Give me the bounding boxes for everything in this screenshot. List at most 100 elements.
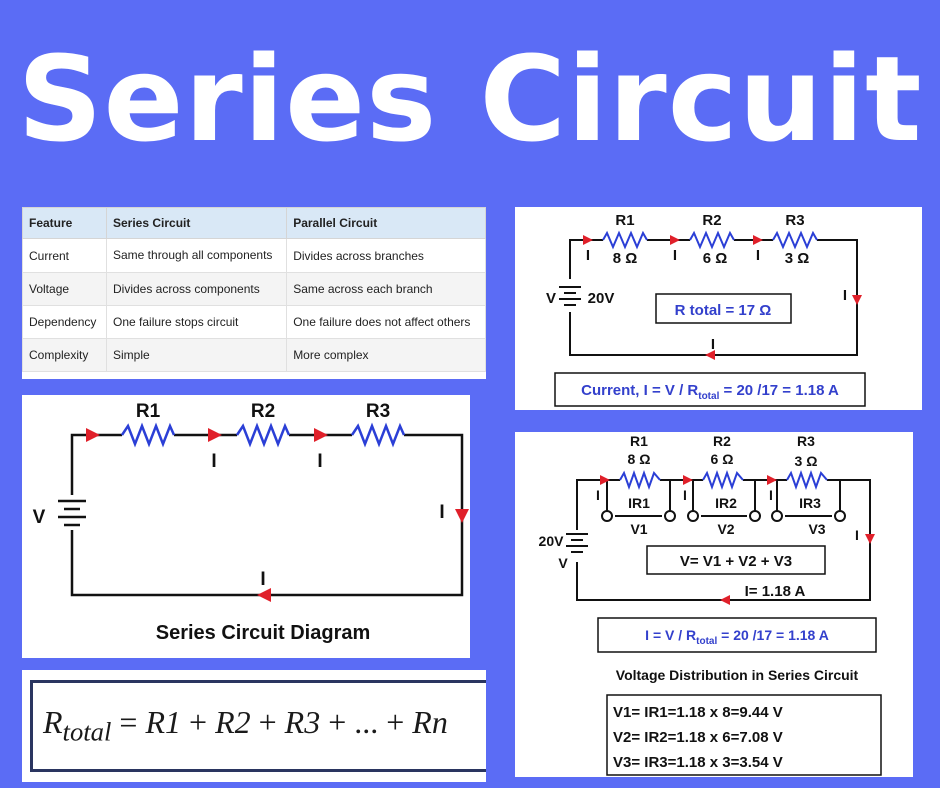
current-arrow-icon <box>670 235 680 245</box>
table-cell: Same through all components <box>105 238 288 273</box>
table-cell: More complex <box>286 338 486 372</box>
current-label: I <box>439 502 444 523</box>
circuit-b-diagram: R1 R2 R3 I I I I V Series Circuit Diagra… <box>33 401 469 644</box>
total-resistance-formula: Rtotal = R1 + R2 + R3 + ... + Rn <box>43 704 448 747</box>
resistor-r2 <box>689 230 735 250</box>
current-arrow-icon <box>600 475 610 485</box>
distribution-line: V1= IR1=1.18 x 8=9.44 V <box>613 704 783 721</box>
distribution-line: V3= IR3=1.18 x 3=3.54 V <box>613 754 783 771</box>
resistor-value: 8 Ω <box>628 451 651 467</box>
resistor-label: R1 <box>615 212 634 229</box>
distribution-title: Voltage Distribution in Series Circuit <box>616 667 859 683</box>
probe-terminal <box>687 510 699 522</box>
current-label: I <box>211 451 216 472</box>
current-arrow-icon <box>865 534 875 544</box>
current-label: I <box>673 247 677 264</box>
battery-icon <box>58 499 86 527</box>
source-label: V <box>558 555 568 571</box>
resistor-r1 <box>619 470 661 490</box>
voltage-distribution-panel: R1 R2 R3 8 Ω 6 Ω 3 Ω I I I I IR1 IR2 IR3… <box>515 432 913 777</box>
current-label: I <box>596 487 600 503</box>
current-label: I <box>843 287 847 304</box>
table-cell: Same across each branch <box>286 272 486 306</box>
series-circuit-diagram-panel: R1 R2 R3 I I I I V Series Circuit Diagra… <box>22 395 470 658</box>
table-cell: Current <box>22 238 107 273</box>
volt-label: V3 <box>808 521 825 537</box>
resistor-label: R1 <box>136 401 161 422</box>
current-label: I <box>260 569 265 590</box>
current-arrow-icon <box>86 428 100 442</box>
resistor-r1 <box>602 230 648 250</box>
current-arrow-icon <box>753 235 763 245</box>
current-label: I <box>586 247 590 264</box>
current-arrow-icon <box>455 509 469 523</box>
battery-icon <box>566 533 588 553</box>
wire <box>569 239 858 356</box>
current-arrow-icon <box>257 588 271 602</box>
wire <box>576 479 871 601</box>
current-arrow-icon <box>208 428 222 442</box>
current-arrow-icon <box>720 595 730 605</box>
current-label: I <box>711 336 715 353</box>
table-cell: One failure does not affect others <box>286 305 486 339</box>
formula-box: Rtotal = R1 + R2 + R3 + ... + Rn <box>30 680 486 772</box>
probe-terminal <box>771 510 783 522</box>
table-cell: Voltage <box>22 272 107 306</box>
resistor-value: 3 Ω <box>785 250 810 267</box>
resistor-value: 8 Ω <box>613 250 638 267</box>
circuit-a-diagram: R1 R2 R3 8 Ω 6 Ω 3 Ω I I I I I V 20V R t… <box>546 212 866 407</box>
current-value: I= 1.18 A <box>745 583 806 600</box>
current-label: I <box>317 451 322 472</box>
resistor-r2 <box>235 422 291 448</box>
resistor-value: 6 Ω <box>711 451 734 467</box>
resistor-value: 6 Ω <box>703 250 728 267</box>
current-arrow-icon <box>852 295 862 305</box>
current-arrow-icon <box>705 350 715 360</box>
table-cell: One failure stops circuit <box>105 305 288 339</box>
current-equation: Current, I = V / Rtotal = 20 /17 = 1.18 … <box>581 382 839 402</box>
resistor-r1 <box>120 422 176 448</box>
source-label: V <box>33 507 46 528</box>
table-row: Complexity Simple More complex <box>22 338 486 372</box>
table-row: Current Same through all components Divi… <box>22 238 486 273</box>
current-label: I <box>769 487 773 503</box>
resistor-label: R2 <box>702 212 721 229</box>
table-cell: Divides across components <box>105 272 288 306</box>
probe-terminal <box>601 510 613 522</box>
resistor-r2 <box>702 470 744 490</box>
r-total-label: R total = 17 Ω <box>675 302 772 319</box>
diagram-caption: Series Circuit Diagram <box>156 622 371 644</box>
table-row: Dependency One failure stops circuit One… <box>22 305 486 339</box>
resistor-r3 <box>772 230 818 250</box>
current-arrow-icon <box>583 235 593 245</box>
wire <box>70 433 464 597</box>
volt-label: V1 <box>630 521 647 537</box>
battery-icon <box>559 286 581 306</box>
comparison-table-panel: Feature Series Circuit Parallel Circuit … <box>22 207 486 379</box>
drop-label: IR3 <box>799 495 821 511</box>
page-title: Series Circuit <box>17 30 923 168</box>
current-label: I <box>683 487 687 503</box>
current-label: I <box>855 527 859 543</box>
table-cell: Simple <box>105 338 288 372</box>
total-resistance-formula-panel: Rtotal = R1 + R2 + R3 + ... + Rn <box>22 670 486 782</box>
distribution-line: V2= IR2=1.18 x 6=7.08 V <box>613 729 783 746</box>
table-header-row: Feature Series Circuit Parallel Circuit <box>22 207 486 239</box>
voltage-sum-equation: V= V1 + V2 + V3 <box>680 553 792 570</box>
current-arrow-icon <box>314 428 328 442</box>
current-arrow-icon <box>683 475 693 485</box>
current-arrow-icon <box>767 475 777 485</box>
resistor-r3 <box>350 422 406 448</box>
probe-terminal <box>664 510 676 522</box>
resistor-label: R2 <box>251 401 275 422</box>
table-header: Parallel Circuit <box>286 207 486 239</box>
ohm-equation: I = V / Rtotal = 20 /17 = 1.18 A <box>645 627 829 647</box>
resistor-label: R1 <box>630 433 648 449</box>
circuit-c-diagram: R1 R2 R3 8 Ω 6 Ω 3 Ω I I I I IR1 IR2 IR3… <box>539 433 882 776</box>
resistor-value: 3 Ω <box>795 453 818 469</box>
table-header: Feature <box>22 207 107 239</box>
probe-terminal <box>749 510 761 522</box>
resistor-label: R2 <box>713 433 731 449</box>
resistor-r3 <box>786 470 828 490</box>
table-cell: Dependency <box>22 305 107 339</box>
